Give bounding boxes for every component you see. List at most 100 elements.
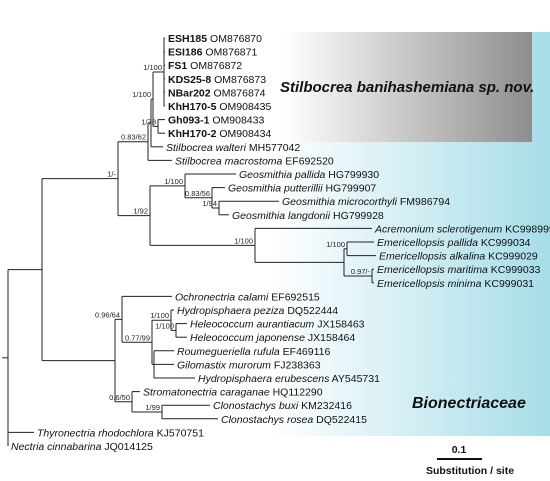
taxon-accession: HG799930 <box>325 169 379 181</box>
support-value: 0.83/62 <box>121 133 146 142</box>
taxon-label: Emericellopsis maritima KC999033 <box>377 264 541 276</box>
taxon-label: Geosmithia langdonii HG799928 <box>232 210 384 222</box>
taxon-name: Thyronectria rhodochlora <box>37 427 154 439</box>
support-value: 1/100 <box>164 177 183 186</box>
taxon-accession: EF692520 <box>282 155 334 167</box>
taxon-label: Heleococcum aurantiacum JX158463 <box>190 319 365 331</box>
taxon-accession: OM876870 <box>207 33 262 45</box>
taxon-name: ESI186 <box>168 47 203 59</box>
taxon-name: Ochronectria calami <box>175 291 269 303</box>
taxon-name: KDS25-8 <box>168 74 211 86</box>
taxon-accession: DQ522415 <box>313 414 367 426</box>
support-value: 1/78 <box>141 117 156 126</box>
taxon-accession: KC999029 <box>485 251 538 263</box>
taxon-accession: OM908435 <box>216 101 271 113</box>
taxon-label: Emericellopsis alkalina KC999029 <box>379 251 538 263</box>
support-value: 1/100 <box>132 90 151 99</box>
taxon-label: Roumegueriella rufula EF469116 <box>177 346 330 358</box>
taxon-name: FS1 <box>168 60 187 72</box>
family-title: Bionectriaceae <box>412 395 526 412</box>
taxon-accession: OM908434 <box>216 128 271 140</box>
taxon-accession: DQ522444 <box>284 305 338 317</box>
taxon-name: Emericellopsis alkalina <box>379 251 485 263</box>
support-value: 1/- <box>107 170 116 179</box>
taxon-accession: JX158463 <box>314 319 364 331</box>
taxon-accession: KC998999 <box>502 223 550 235</box>
taxon-name: Gh093-1 <box>168 115 210 127</box>
taxon-accession: KC999034 <box>478 237 531 249</box>
taxon-name: Clonostachys buxi <box>213 400 299 412</box>
taxon-label: ESI186 OM876871 <box>168 47 257 59</box>
support-value: 1/100 <box>326 240 345 249</box>
support-value: 1/92 <box>133 207 148 216</box>
taxon-name: Geosmithia microcorthyli <box>282 196 398 208</box>
taxon-accession: MH577042 <box>246 142 300 154</box>
taxon-label: KhH170-2 OM908434 <box>168 128 271 140</box>
taxon-accession: FM986794 <box>397 196 450 208</box>
taxon-label: Gilomastix murorum FJ238363 <box>177 359 321 371</box>
taxon-name: Geosmithia pallida <box>239 169 326 181</box>
support-values: 1/-0.83/621/1001/1001/781/921/1000.83/56… <box>95 63 371 412</box>
scale-bar-unit: Substitution / site <box>426 465 514 477</box>
support-value: 1/100 <box>155 321 174 330</box>
taxon-accession: OM876872 <box>187 60 242 72</box>
support-value: 0.77/99 <box>125 333 150 342</box>
support-value: 0.96/64 <box>95 310 120 319</box>
taxon-name: Emericellopsis pallida <box>377 237 478 249</box>
taxon-name: NBar202 <box>168 87 211 99</box>
taxon-accession: KM232416 <box>298 400 352 412</box>
taxon-accession: OM876871 <box>202 47 257 59</box>
taxon-accession: EF692515 <box>268 291 320 303</box>
taxon-label: Heleococcum japonense JX158464 <box>190 332 355 344</box>
taxon-name: Heleococcum japonense <box>190 332 305 344</box>
taxon-accession: HQ112290 <box>270 387 323 399</box>
support-value: 0.6/50 <box>109 393 130 402</box>
taxon-accession: OM876873 <box>211 74 266 86</box>
taxon-name: KhH170-2 <box>168 128 217 140</box>
taxon-name: ESH185 <box>168 33 207 45</box>
taxon-label: KDS25-8 OM876873 <box>168 74 266 86</box>
tree-branches <box>2 37 376 446</box>
taxon-name: Emericellopsis minima <box>377 278 482 290</box>
scale-bar-value: 0.1 <box>452 444 467 456</box>
taxon-label: Hydropisphaera peziza DQ522444 <box>177 305 338 317</box>
taxon-name: Geosmithia langdonii <box>232 210 331 222</box>
taxon-label: Geosmithia pallida HG799930 <box>239 169 379 181</box>
taxon-name: Stromatonectria caraganae <box>143 387 270 399</box>
taxon-label: Thyronectria rhodochlora KJ570751 <box>37 427 204 439</box>
taxon-accession: AY545731 <box>329 373 380 385</box>
new-species-title: Stilbocrea banihashemiana sp. nov. <box>280 79 534 96</box>
scale-bar: 0.1 Substitution / site <box>426 444 514 477</box>
taxon-label: Nectria cinnabarina JQ014125 <box>11 441 153 453</box>
new-species-band <box>152 32 532 142</box>
support-value: 0.97/- <box>351 267 371 276</box>
taxon-name: Heleococcum aurantiacum <box>190 319 315 331</box>
taxon-accession: HG799907 <box>323 183 377 195</box>
taxon-label: KhH170-5 OM908435 <box>168 101 271 113</box>
taxon-name: Hydropisphaera erubescens <box>198 373 330 385</box>
taxon-accession: FJ238363 <box>271 359 321 371</box>
taxon-label: Ochronectria calami EF692515 <box>175 291 320 303</box>
taxon-label: ESH185 OM876870 <box>168 33 262 45</box>
taxon-accession: KC999031 <box>481 278 534 290</box>
support-value: 1/100 <box>234 236 253 245</box>
taxon-label: Geosmithia microcorthyli FM986794 <box>282 196 450 208</box>
support-value: 1/100 <box>143 63 162 72</box>
taxon-accession: HG799928 <box>330 210 384 222</box>
taxon-label: Geosmithia putterillii HG799907 <box>228 183 376 195</box>
taxon-accession: JX158464 <box>305 332 355 344</box>
taxon-name: Nectria cinnabarina <box>11 441 102 453</box>
taxon-accession: JQ014125 <box>101 441 153 453</box>
taxon-accession: KJ570751 <box>154 427 204 439</box>
taxon-name: Gilomastix murorum <box>177 359 271 371</box>
taxon-label: Gh093-1 OM908433 <box>168 115 264 127</box>
taxon-name: KhH170-5 <box>168 101 217 113</box>
taxon-label: Hydropisphaera erubescens AY545731 <box>198 373 380 385</box>
taxon-label: Clonostachys buxi KM232416 <box>213 400 352 412</box>
taxon-label: Stilbocrea macrostoma EF692520 <box>175 155 334 167</box>
support-value: 1/99 <box>145 403 160 412</box>
taxon-accession: OM908433 <box>209 115 264 127</box>
taxon-accession: OM876874 <box>211 87 266 99</box>
